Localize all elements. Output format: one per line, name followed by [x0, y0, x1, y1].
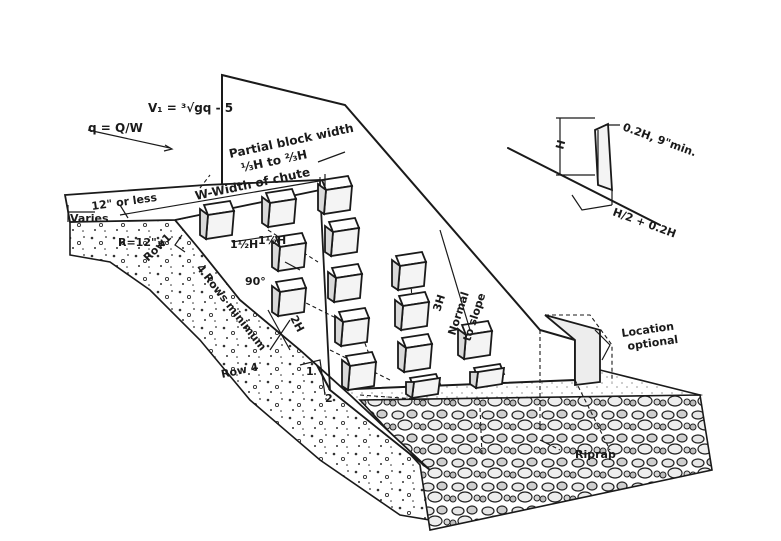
label-three-h: 3H — [430, 293, 448, 313]
baffle-block — [341, 351, 378, 392]
baffle-block — [327, 263, 364, 304]
label-detail-base: H/2 + 0.2H — [611, 206, 678, 241]
baffle-block — [271, 277, 308, 318]
label-detail-h: H — [553, 139, 568, 151]
label-riprap: Riprap — [575, 448, 616, 461]
label-slope-2: 2 — [325, 392, 333, 405]
baffle-block — [261, 188, 298, 229]
baffle-block — [324, 217, 361, 258]
label-slope-1: 1 — [306, 365, 314, 378]
baffle-block — [457, 320, 494, 361]
label-one-half-h-b: 1½H — [258, 234, 286, 247]
baffle-block — [397, 333, 434, 374]
baffle-block — [394, 291, 431, 332]
baffle-block — [391, 251, 428, 292]
label-radius: R=12"± — [118, 236, 166, 249]
baffle-block — [469, 363, 506, 390]
baffle-block — [334, 307, 371, 348]
label-one-half-h-a: 1½H — [230, 238, 258, 251]
baffle-block — [271, 232, 308, 273]
baffle-blocks — [199, 175, 506, 400]
formula-v1: V₁ = ³√gq - 5 — [148, 101, 233, 115]
baffle-block — [405, 373, 442, 400]
label-angle-90: 90° — [245, 275, 266, 288]
baffle-block — [317, 175, 354, 216]
label-detail-02h: 0.2H, 9"min. — [621, 121, 698, 160]
baffle-block — [199, 200, 236, 241]
end-wall — [544, 314, 601, 387]
block-detail — [507, 117, 661, 226]
label-varies: Varies — [70, 212, 109, 225]
formula-q: q = Q/W — [88, 121, 143, 135]
chute-floor — [173, 186, 431, 471]
